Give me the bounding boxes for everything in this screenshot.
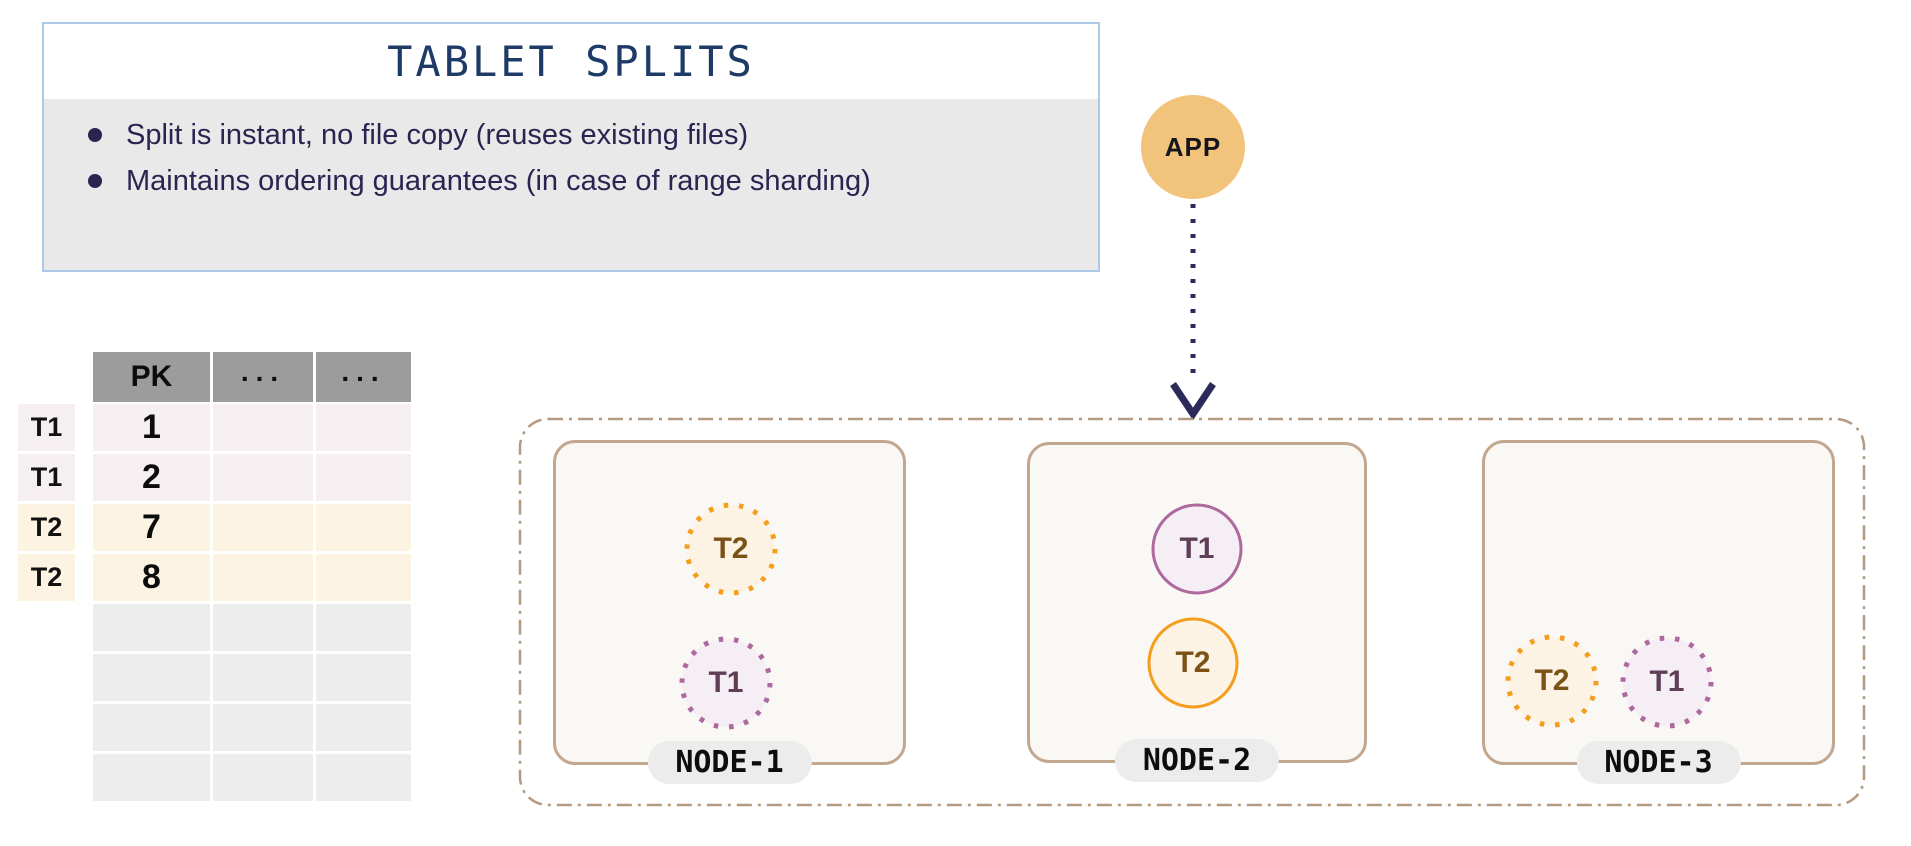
tablet-t2: T2 (1145, 615, 1241, 711)
empty-cell (213, 754, 313, 801)
app-label: APP (1164, 131, 1222, 162)
empty-cell (316, 604, 411, 651)
node-box-2: T1 T2 NODE-2 (1027, 442, 1367, 782)
empty-cell (316, 704, 411, 751)
node-box-3: T2 T1 NODE-3 (1482, 440, 1835, 784)
empty-cell (93, 704, 210, 751)
tablet-t2-new: T2 (683, 501, 779, 597)
info-box-header: TABLET SPLITS (44, 24, 1098, 99)
empty-cell (213, 554, 313, 601)
table-row: T2 7 (18, 504, 411, 551)
label-spacer (18, 704, 75, 751)
tablet-tag: T1 (18, 404, 75, 451)
node-box-1: T2 T1 NODE-1 (553, 440, 906, 784)
cluster-boundary (518, 417, 1866, 807)
empty-cell (213, 704, 313, 751)
tablet-label: T2 (1534, 664, 1570, 697)
table-row: T1 2 (18, 454, 411, 501)
info-box: TABLET SPLITS Split is instant, no file … (42, 22, 1100, 272)
bullet-item: Maintains ordering guarantees (in case o… (88, 159, 1098, 203)
table-row-empty (18, 754, 411, 801)
table-row-empty (18, 604, 411, 651)
tablet-tag: T1 (18, 454, 75, 501)
tablet-t1: T1 (1149, 501, 1245, 597)
tablet-tag: T2 (18, 504, 75, 551)
app-node: APP (1141, 95, 1245, 199)
bullet-text: Maintains ordering guarantees (in case o… (126, 165, 871, 197)
col-header-ellipsis: ... (213, 352, 313, 402)
bullet-icon (88, 174, 102, 188)
tablet-t2-new: T2 (1504, 633, 1600, 729)
empty-cell (213, 654, 313, 701)
node-label: NODE-3 (1576, 741, 1741, 784)
tablet-label: T1 (1179, 532, 1215, 565)
page-title: TABLET SPLITS (387, 37, 755, 86)
tablet-t1-new: T1 (678, 635, 774, 731)
pk-value: 7 (142, 508, 161, 546)
node-label: NODE-1 (647, 741, 812, 784)
pk-table: PK ... ... T1 1 T1 2 T2 7 T2 8 (18, 352, 411, 804)
bullet-icon (88, 128, 102, 142)
empty-cell (213, 404, 313, 451)
tablet-label: T2 (713, 532, 749, 565)
empty-cell (316, 504, 411, 551)
empty-cell (93, 654, 210, 701)
table-row: T1 1 (18, 404, 411, 451)
node-label: NODE-2 (1114, 739, 1280, 782)
table-header-row: PK ... ... (18, 352, 411, 402)
col-header-pk: PK (93, 352, 210, 402)
label-spacer (18, 754, 75, 801)
bullet-item: Split is instant, no file copy (reuses e… (88, 113, 1098, 157)
label-spacer (18, 604, 75, 651)
empty-cell (316, 554, 411, 601)
tablet-label: T2 (1175, 646, 1211, 679)
info-box-body: Split is instant, no file copy (reuses e… (44, 99, 1098, 203)
empty-cell (93, 754, 210, 801)
table-row-empty (18, 654, 411, 701)
empty-cell (93, 604, 210, 651)
bullet-text: Split is instant, no file copy (reuses e… (126, 119, 749, 151)
table-row: T2 8 (18, 554, 411, 601)
empty-cell (316, 404, 411, 451)
empty-cell (316, 754, 411, 801)
col-header-ellipsis: ... (316, 352, 411, 402)
pk-value: 8 (142, 558, 161, 596)
empty-cell (316, 454, 411, 501)
tablet-tag: T2 (18, 554, 75, 601)
label-spacer (18, 654, 75, 701)
pk-value: 2 (142, 458, 161, 496)
label-spacer (18, 352, 75, 402)
empty-cell (213, 604, 313, 651)
tablet-label: T1 (1649, 665, 1685, 698)
empty-cell (213, 454, 313, 501)
pk-value: 1 (142, 408, 161, 446)
table-row-empty (18, 704, 411, 751)
empty-cell (316, 654, 411, 701)
empty-cell (213, 504, 313, 551)
app-to-cluster-arrow-icon (1170, 204, 1216, 420)
tablet-label: T1 (708, 666, 744, 699)
tablet-t1-new: T1 (1619, 634, 1715, 730)
